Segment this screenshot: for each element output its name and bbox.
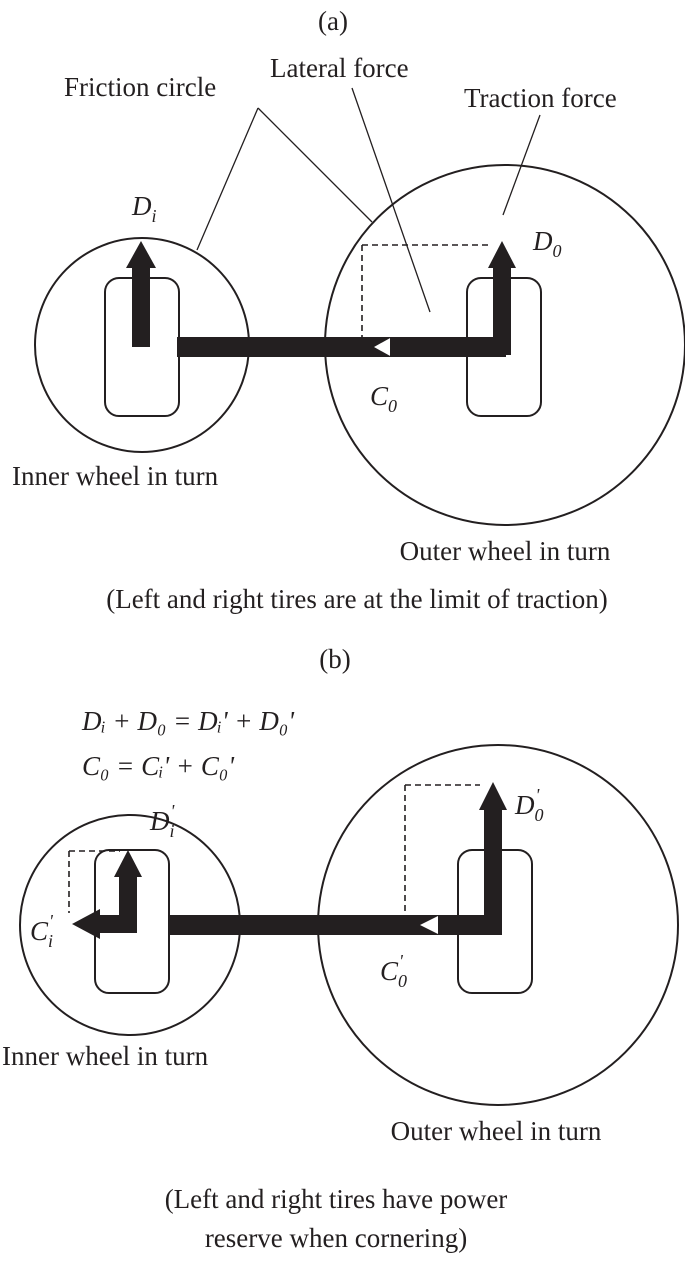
panel-a: (a) Friction circle Lateral force Tracti… — [12, 6, 685, 614]
lateral-force-bar-b — [438, 915, 496, 935]
label-Di-prime: Di' — [149, 801, 176, 841]
friction-circle-label: Friction circle — [64, 72, 216, 102]
caption-b-line1: (Left and right tires have power — [165, 1184, 508, 1214]
outer-wheel-label-a: Outer wheel in turn — [400, 536, 611, 566]
traction-force-label: Traction force — [464, 83, 617, 113]
traction-arrow-D0-prime-head — [479, 782, 507, 810]
leader-lateral-force — [351, 87, 431, 313]
label-D0: D0 — [532, 226, 562, 261]
traction-arrow-D0-shaft — [493, 265, 511, 355]
label-C0: C0 — [370, 381, 397, 416]
caption-a: (Left and right tires are at the limit o… — [106, 584, 608, 614]
inner-wheel-label-a: Inner wheel in turn — [12, 461, 219, 491]
inner-wheel-label-b: Inner wheel in turn — [2, 1041, 209, 1071]
panel-a-tag: (a) — [318, 6, 348, 36]
panel-b: (b) Dᵢ + D₀ = Dᵢ' + D₀' C₀ = Cᵢ' + C₀' D… — [2, 644, 679, 1253]
panel-b-tag: (b) — [319, 644, 350, 674]
traction-arrow-Di-head — [126, 241, 156, 268]
lateral-force-arrow-C0 — [177, 337, 392, 357]
leader-friction-inner — [196, 107, 259, 251]
outer-wheel-label-b: Outer wheel in turn — [391, 1116, 602, 1146]
equation-lateral: C₀ = Cᵢ' + C₀' — [82, 751, 235, 781]
label-Ci-prime: Ci' — [30, 911, 54, 951]
label-C0-prime: C0' — [380, 951, 407, 991]
traction-arrow-Di-shaft — [132, 265, 150, 347]
lateral-force-bar — [390, 337, 506, 357]
lateral-force-label: Lateral force — [270, 53, 409, 83]
label-D0-prime: D0' — [514, 785, 544, 825]
leader-friction-outer — [257, 107, 373, 223]
lateral-arrow-Ci-prime-shaft — [98, 915, 134, 933]
label-Di: Di — [131, 191, 157, 226]
traction-arrow-Di-prime-head — [114, 850, 142, 877]
traction-arrow-D0-prime-shaft — [484, 808, 502, 935]
lateral-arrow-Ci-prime-head — [72, 909, 100, 939]
leader-traction-force — [502, 114, 541, 216]
equation-traction: Dᵢ + D₀ = Dᵢ' + D₀' — [81, 706, 295, 736]
caption-b-line2: reserve when cornering) — [205, 1223, 467, 1253]
lateral-force-arrow-C0-prime — [169, 915, 440, 935]
traction-arrow-D0-head — [488, 241, 516, 268]
